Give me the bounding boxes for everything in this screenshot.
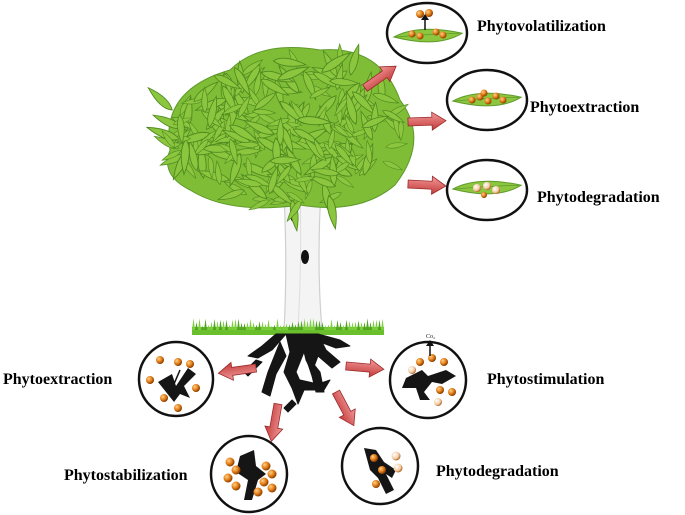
phytostabilization-circle	[211, 436, 287, 512]
arrow-to-phytoextraction-root	[217, 359, 257, 382]
arrow-to-phytodegradation-leaf	[408, 175, 447, 195]
phytovolatilization-label: Phytovolatilization	[477, 19, 606, 35]
phytovolatilization-circle	[387, 3, 467, 63]
phytodegradation-root-circle	[342, 428, 418, 504]
phytodegradation-leaf-label: Phytodegradation	[537, 190, 660, 206]
phytodegradation-leaf-circle	[447, 160, 527, 220]
arrow-to-phytoextraction-leaf	[408, 112, 447, 131]
phytodegradation-root-label: Phytodegradation	[436, 464, 559, 480]
phytostimulation-circle	[390, 340, 466, 418]
arrow-to-phytodegradation-root	[328, 388, 362, 430]
co2-label: Co₂	[426, 334, 435, 340]
phytostimulation-label: Phytostimulation	[487, 372, 604, 388]
phytoextraction-leaf-circle	[447, 70, 527, 130]
tree-canopy	[146, 44, 414, 231]
arrow-to-phytostimulation	[345, 357, 384, 378]
phytoextraction-root-label: Phytoextraction	[3, 372, 112, 388]
root-system	[244, 334, 350, 412]
arrow-to-phytostabilization	[263, 402, 287, 443]
phytoextraction-root-circle	[139, 342, 213, 416]
phytoextraction-leaf-label: Phytoextraction	[530, 100, 639, 116]
phytostabilization-label: Phytostabilization	[64, 468, 188, 484]
